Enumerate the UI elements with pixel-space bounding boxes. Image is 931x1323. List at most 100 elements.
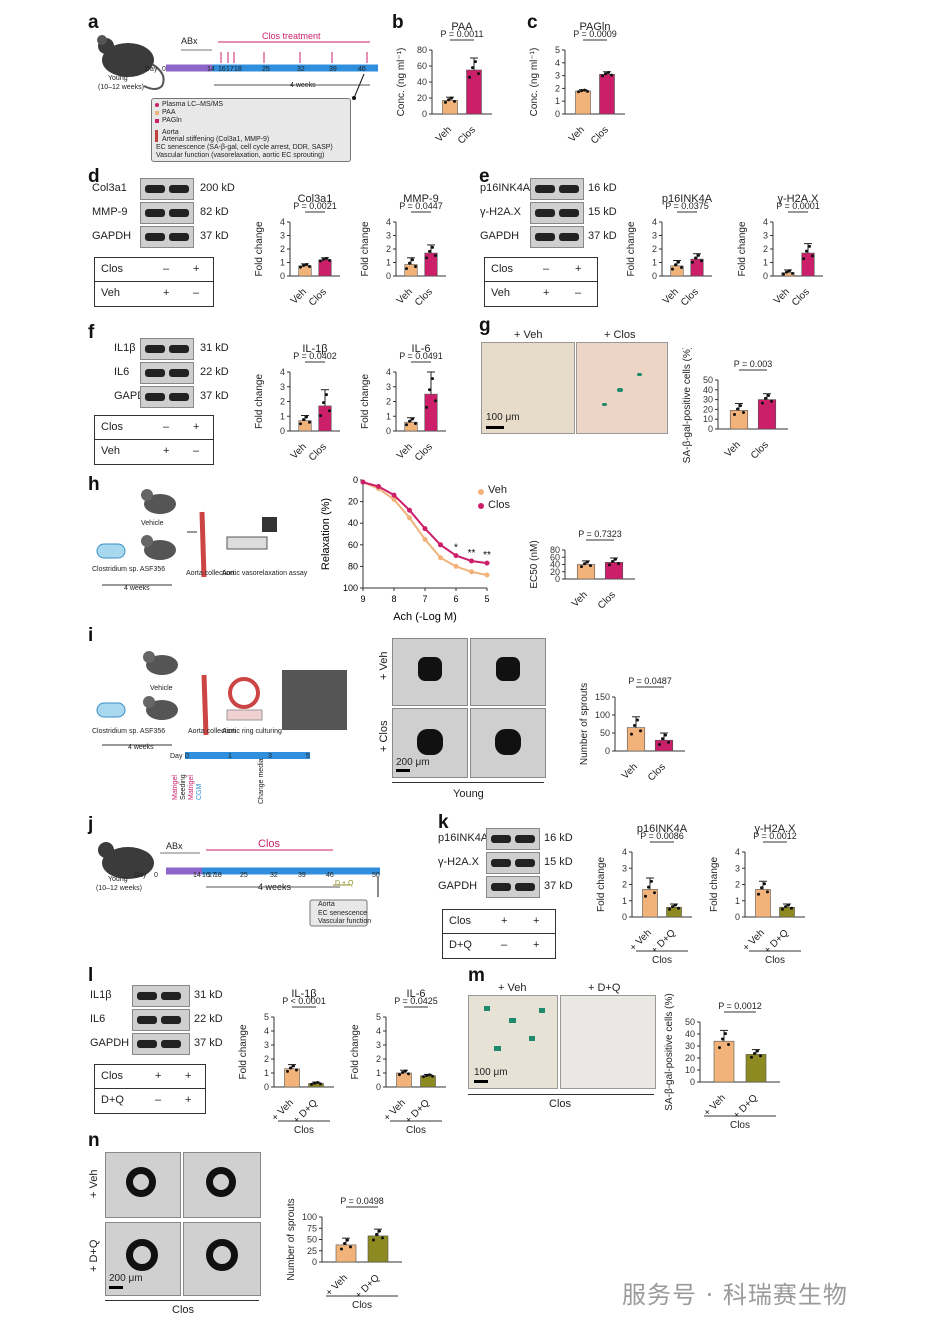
group-label: Clos: [652, 955, 672, 965]
aorta-icon: [201, 674, 209, 736]
data-point: [674, 263, 677, 267]
blot-f-kd-label: 22 kD: [200, 366, 229, 378]
data-point: [787, 903, 790, 907]
n-clos-label: Clos: [172, 1304, 195, 1316]
chart-title: MMP-9: [403, 193, 438, 205]
data-point: [767, 393, 770, 397]
data-point: [589, 564, 592, 568]
y-tick-label: 0: [735, 912, 740, 922]
readout-box: Plasma LC–MS/MS PAA PAGln Aorta Arterial…: [151, 98, 351, 162]
blot-k-kd-label: 16 kD: [544, 832, 573, 844]
data-point: [721, 1037, 724, 1041]
y-axis-label: Conc. (ng ml⁻¹): [529, 48, 540, 117]
data-point: [664, 733, 667, 737]
legend-paa: PAA: [162, 109, 176, 116]
blot-d-band-image: [140, 202, 194, 224]
data-point: [428, 249, 431, 253]
y-axis-label: Fold change: [596, 857, 607, 912]
n-dq-image-2: [183, 1222, 261, 1296]
data-point: [759, 1054, 762, 1058]
y-tick-label: 4: [555, 58, 560, 68]
x-tick-label: Veh: [723, 440, 743, 460]
i-veh-image-2: [470, 638, 546, 706]
data-point: [805, 249, 808, 253]
bar-Clos: [757, 399, 777, 430]
legend-pagln: PAGln: [162, 117, 182, 124]
m-dq-label: + D+Q: [588, 982, 621, 994]
y-tick-label: 0: [422, 109, 427, 119]
data-point: [658, 743, 661, 747]
y-tick-label: 4: [264, 1026, 269, 1036]
y-tick-label: 4: [386, 367, 391, 377]
data-point: [760, 886, 763, 890]
y-tick-label: 0: [376, 1082, 381, 1092]
pagln-dot: [155, 119, 159, 123]
j-day-16: 16: [202, 872, 210, 879]
y-tick-label: 3: [555, 71, 560, 81]
y-tick-label: 60: [417, 61, 427, 71]
data-point: [319, 259, 322, 263]
blot-e-row-label: p16INK4A: [480, 182, 531, 194]
h-legend-clos: Clos: [488, 499, 511, 511]
blot-l-kd-label: 37 kD: [194, 1037, 223, 1049]
y-tick-label: 1: [280, 258, 285, 268]
data-point: [617, 562, 620, 566]
x-tick-label: Veh: [567, 125, 587, 145]
chart-title: p16INK4A: [662, 193, 713, 205]
data-point: [608, 563, 611, 567]
data-point: [674, 903, 677, 907]
data-point: [739, 404, 742, 408]
data-point: [633, 723, 636, 727]
j-clos-label: Clos: [258, 838, 281, 850]
j-box-aorta: Aorta: [318, 901, 335, 908]
y-tick-label: 1: [280, 411, 285, 421]
g-veh-micrograph: [481, 342, 575, 434]
bar-+ D+Q: [420, 1075, 436, 1088]
table-cell: Veh: [491, 287, 510, 299]
significance-marker: *: [454, 543, 458, 554]
paa-dot: [155, 111, 159, 115]
data-point: [414, 265, 417, 269]
data-point: [757, 892, 760, 896]
bar-+ Veh: [284, 1068, 300, 1088]
data-point: [614, 557, 617, 561]
y-tick-label: 3: [280, 382, 285, 392]
series-point: [376, 483, 381, 489]
data-point: [808, 244, 811, 248]
bar-Veh: [729, 410, 749, 430]
y-axis-label: Fold change: [360, 374, 371, 429]
chart-title: IL-1β: [291, 988, 316, 1000]
series-point: [422, 526, 428, 532]
table-cell: Clos: [491, 263, 514, 275]
y-tick-label: 10: [685, 1065, 695, 1075]
aorta-icon: [155, 130, 158, 142]
y-tick-label: 5: [376, 1012, 381, 1022]
x-tick-label: 8: [391, 594, 396, 604]
j-abx-label: ABx: [166, 841, 183, 851]
blot-l-row-label: GAPDH: [90, 1037, 130, 1049]
table-cell: –: [193, 445, 200, 457]
series-point: [453, 553, 459, 559]
panel-label-e: e: [479, 166, 490, 187]
x-tick-label: Clos: [679, 287, 701, 309]
data-point: [763, 882, 766, 886]
y-tick-label: 0: [555, 574, 560, 584]
table-cell: Veh: [101, 287, 120, 299]
y-tick-label: 3: [386, 382, 391, 392]
y-tick-label: 4: [652, 217, 657, 227]
x-tick-label: Veh: [661, 287, 681, 307]
bar-Veh: [576, 564, 596, 580]
x-tick-label: 7: [422, 594, 427, 604]
data-point: [653, 891, 656, 895]
p-value: P = 0.0375: [665, 201, 709, 211]
group-label: Clos: [730, 1120, 750, 1130]
y-axis-label: Fold change: [709, 857, 720, 912]
y-tick-label: 2: [376, 1054, 381, 1064]
data-point: [697, 253, 700, 257]
j-day-14: 14: [193, 872, 201, 879]
table-cell: +: [155, 1070, 162, 1082]
y-tick-label: 50: [307, 1235, 317, 1245]
y-tick-label: 3: [376, 1040, 381, 1050]
i-veh-label: + Veh: [378, 651, 390, 680]
